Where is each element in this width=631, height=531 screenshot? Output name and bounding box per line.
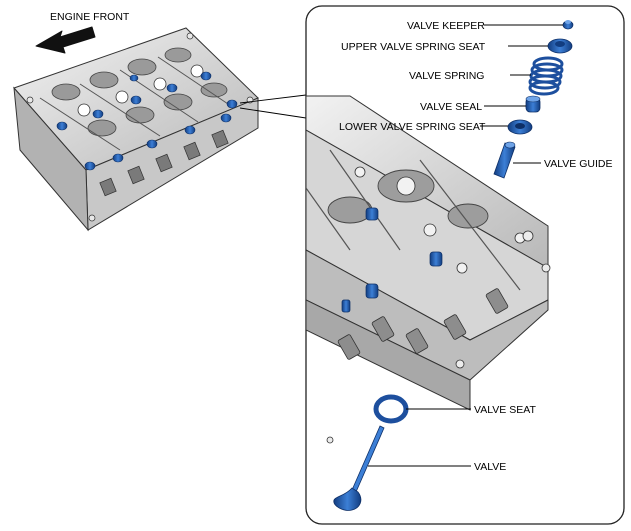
valve-seal-part: [525, 95, 541, 113]
engine-front-indicator: ENGINE FRONT: [35, 11, 130, 54]
engine-front-arrow-icon: [35, 26, 96, 54]
label-valve: VALVE: [474, 461, 506, 473]
valve-guide-part: [493, 141, 516, 179]
part-labels: VALVE KEEPER UPPER VALVE SPRING SEAT VAL…: [339, 20, 612, 473]
upper-valve-spring-seat-part: [547, 38, 573, 54]
valve-spring-part: [528, 56, 564, 96]
label-valve-guide: VALVE GUIDE: [544, 158, 612, 170]
cylinder-head-detail: [306, 95, 551, 444]
label-upper-valve-spring-seat: UPPER VALVE SPRING SEAT: [341, 41, 486, 53]
detail-callout-leaders: [239, 94, 307, 119]
cylinder-head-overview: [13, 27, 259, 232]
label-valve-keeper: VALVE KEEPER: [407, 20, 485, 32]
label-valve-seat: VALVE SEAT: [474, 404, 536, 416]
valve-keeper-part: [562, 20, 574, 30]
label-valve-spring: VALVE SPRING: [409, 70, 484, 82]
engine-front-label: ENGINE FRONT: [50, 11, 130, 23]
label-valve-seal: VALVE SEAL: [420, 101, 482, 113]
part-leader-lines: [368, 24, 563, 467]
valve-seat-part: [373, 394, 409, 424]
lower-valve-spring-seat-part: [507, 119, 533, 135]
valve-part: [333, 425, 385, 511]
label-lower-valve-spring-seat: LOWER VALVE SPRING SEAT: [339, 121, 486, 133]
